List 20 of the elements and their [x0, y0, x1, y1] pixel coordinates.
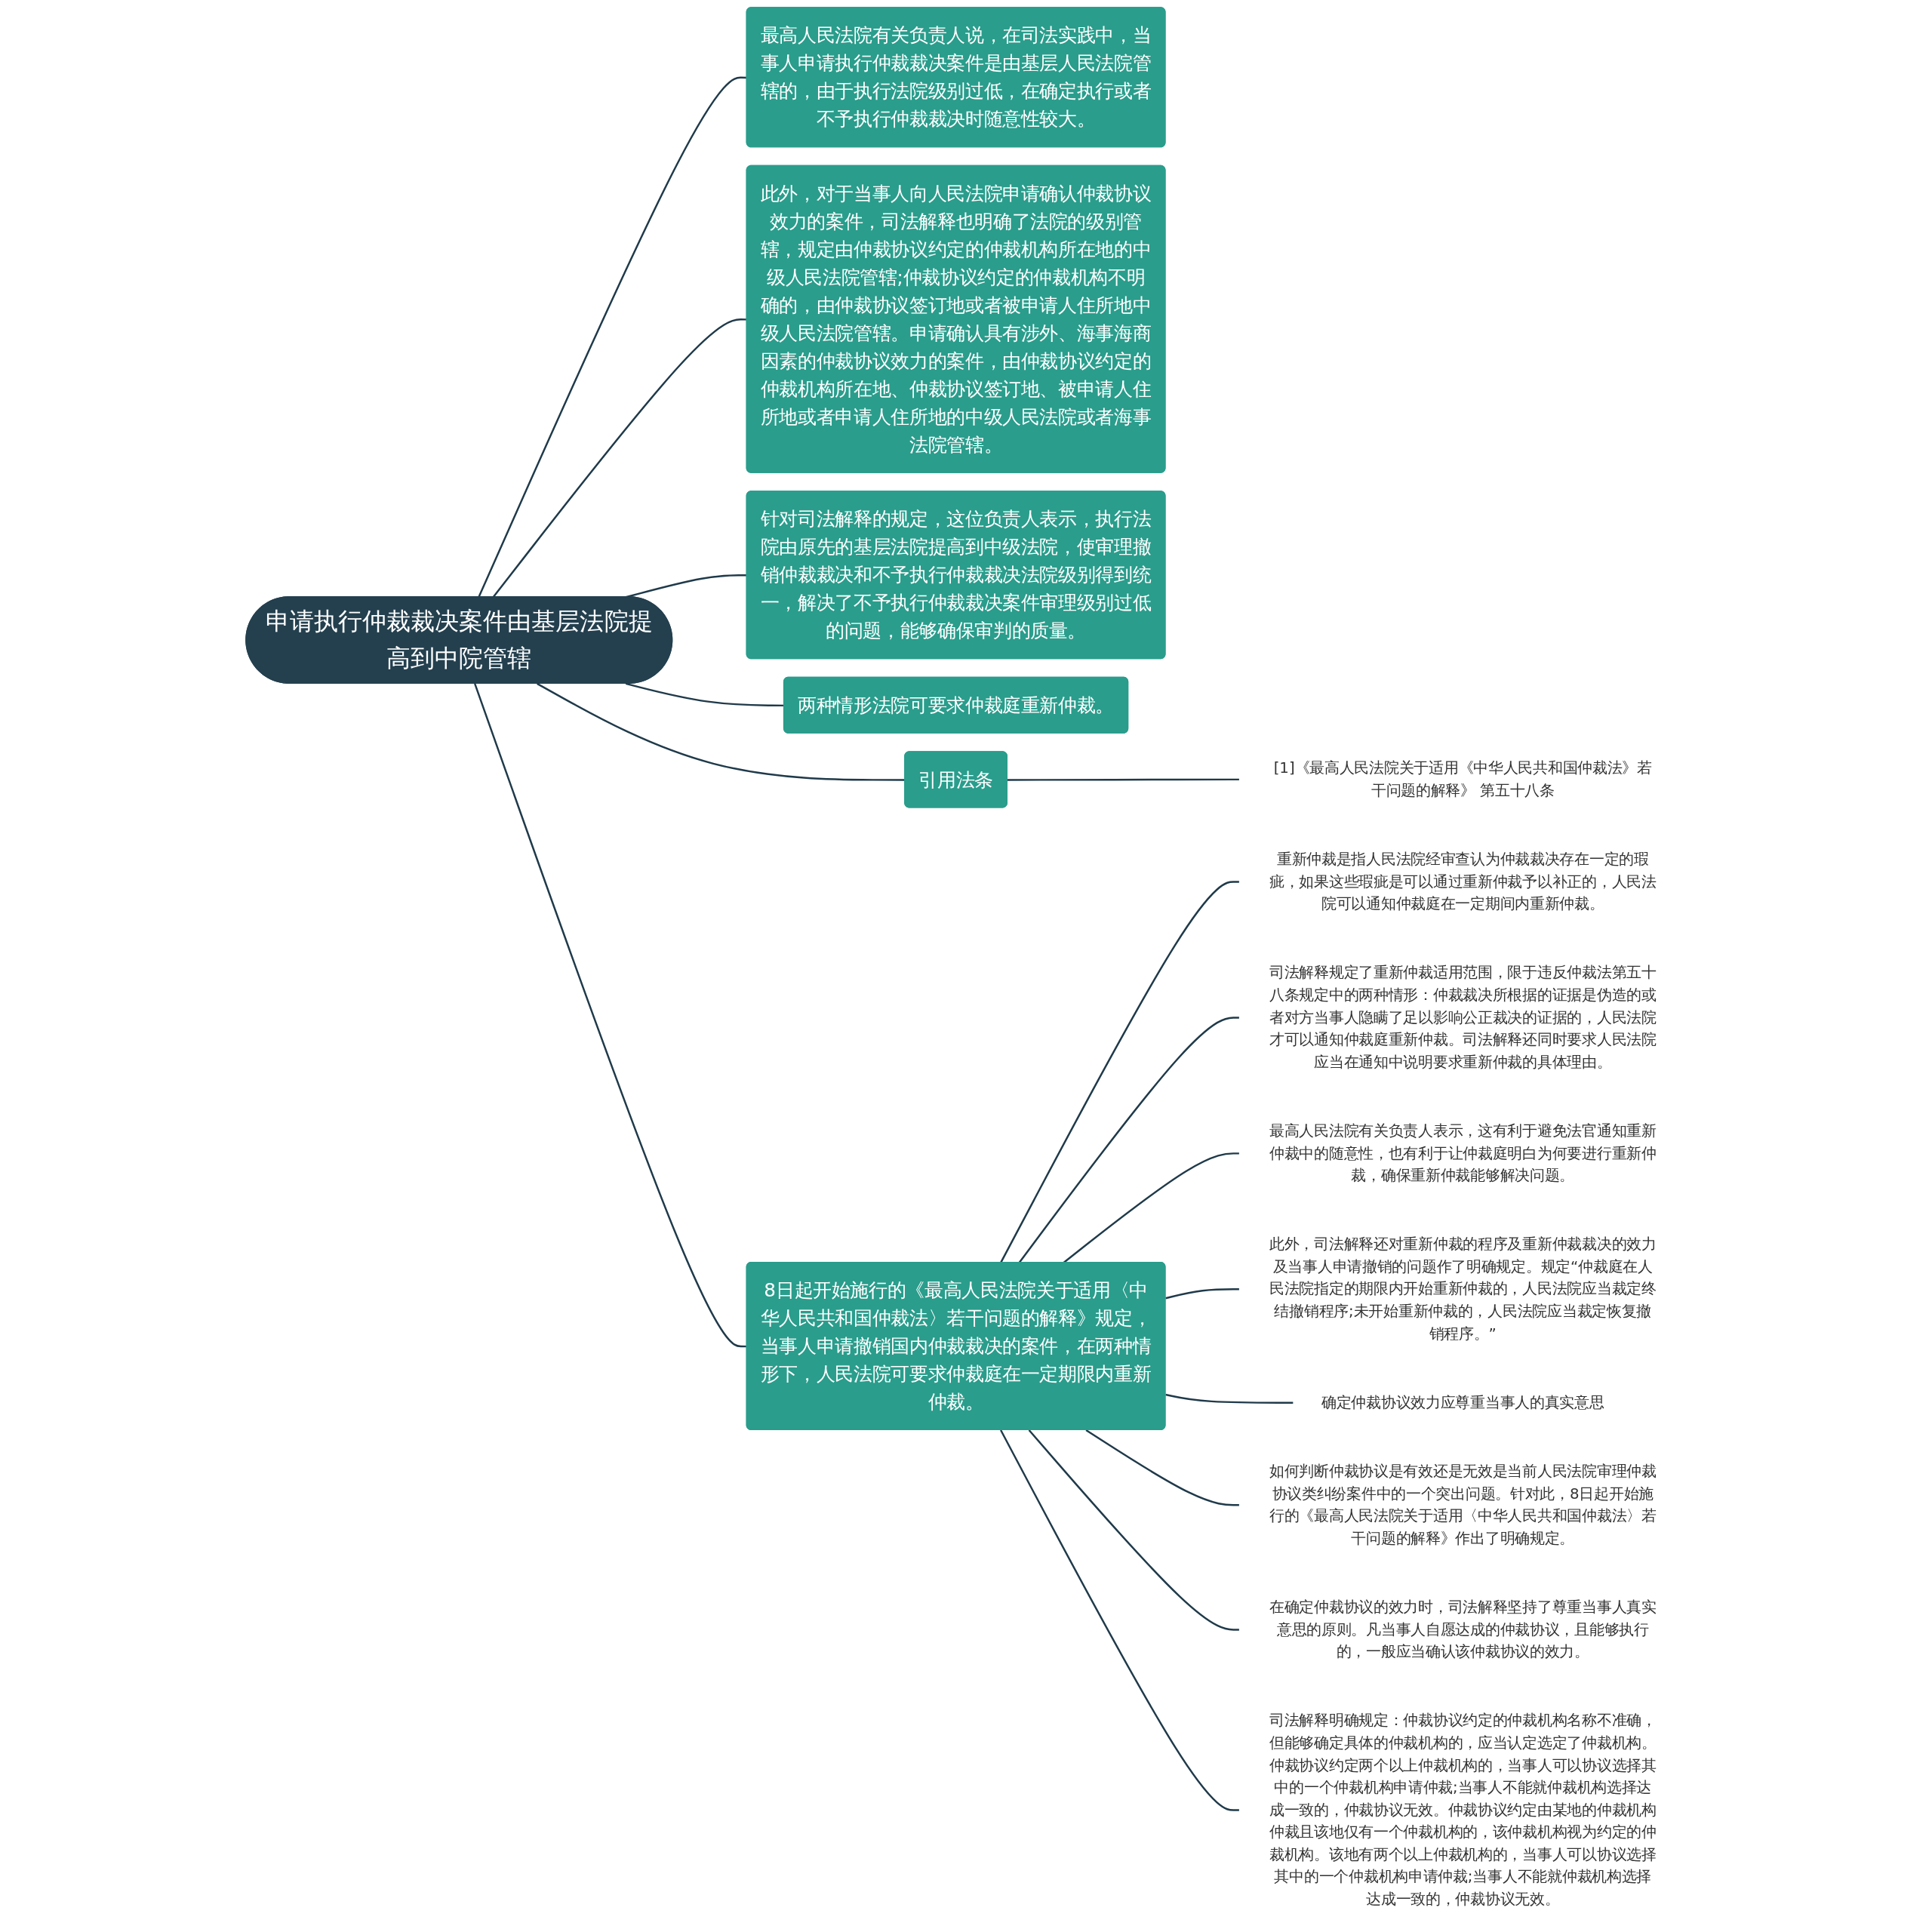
connector	[1007, 778, 1240, 781]
node-text: 司法解释规定了重新仲裁适用范围，限于违反仲裁法第五十八条规定中的两种情形：仲裁裁决所根据的证据是伪造的或者对方当事人隐瞒了足以影响公正裁决的证据的，人民法院才可以通知仲裁庭重新仲裁。司法解释还同时要求人民法院应当在通知中说明要求重新仲裁的具体理由。	[1269, 963, 1657, 1071]
connector	[1018, 1017, 1240, 1263]
node-text: 最高人民法院有关负责人表示，这有利于避免法官通知重新仲裁中的随意性，也有利于让仲裁庭明白为何要进行重新仲裁，确保重新仲裁能够解决问题。	[1269, 1121, 1657, 1185]
node-text: 如何判断仲裁协议是有效还是无效是当前人民法院审理仲裁协议类纠纷案件中的一个突出问题。针对此，8日起开始施行的《最高人民法院关于适用〈中华人民共和国仲裁法〉若干问题的解释》作出了明确规定。	[1269, 1462, 1657, 1547]
connector	[1085, 1429, 1240, 1506]
connector	[1028, 1429, 1240, 1631]
node-text: 确定仲裁协议效力应尊重当事人的真实意思	[1321, 1393, 1604, 1411]
connector	[1165, 1288, 1240, 1300]
node-text: 司法解释明确规定：仲裁协议约定的仲裁机构名称不准确，但能够确定具体的仲裁机构的，应当认定选定了仲裁机构。仲裁协议约定两个以上仲裁机构的，当事人可以协议选择其中的一个仲裁机构申请仲裁;当事人不能就仲裁机构选择达成一致的，仲裁协议无效。仲裁协议约定由某地的仲裁机构仲裁且该地仅有一个仲裁机构的，该仲裁机构视为约定的仲裁机构。该地有两个以上仲裁机构的，当事人可以协议选择其中的一个仲裁机构申请仲裁;当事人不能就仲裁机构选择达成一致的，仲裁协议无效。	[1269, 1711, 1657, 1908]
node-text: 此外，司法解释还对重新仲裁的程序及重新仲裁裁决的效力及当事人申请撤销的问题作了明确规定。规定“仲裁庭在人民法院指定的期限内开始重新仲裁的，人民法院应当裁定终结撤销程序;未开始重新仲裁的，人民法院应当裁定恢复撤销程序。”	[1269, 1235, 1657, 1343]
connector	[1000, 881, 1240, 1263]
connector	[1000, 1429, 1240, 1811]
node-text: 重新仲裁是指人民法院经审查认为仲裁裁决存在一定的瑕疵，如果这些瑕疵是可以通过重新仲裁予以补正的，人民法院可以通知仲裁庭在一定期间内重新仲裁。	[1269, 850, 1657, 913]
node-text: [1]《最高人民法院关于适用《中华人民共和国仲裁法》若干问题的解释》 第五十八条	[1273, 758, 1652, 799]
connector	[492, 318, 747, 598]
connector	[1165, 1393, 1294, 1404]
connector	[478, 76, 747, 598]
node-text: 在确定仲裁协议的效力时，司法解释坚持了尊重当事人真实意思的原则。凡当事人自愿达成的仲裁协议，且能够执行的，一般应当确认该仲裁协议的效力。	[1269, 1598, 1657, 1661]
connector	[474, 683, 747, 1348]
